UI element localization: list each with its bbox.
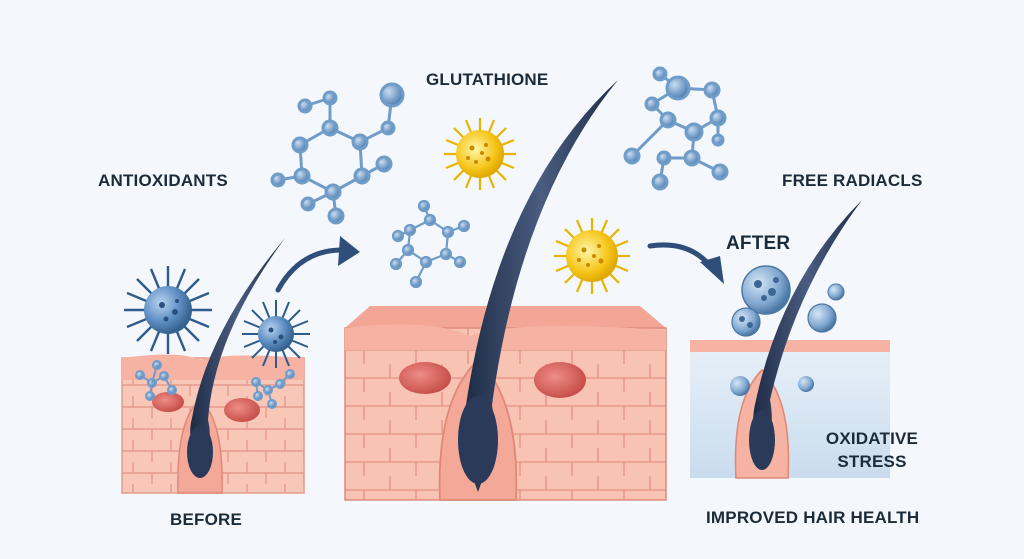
label-antioxidants: ANTIOXIDANTS [98,171,228,190]
antioxidant-molecule-large-left [270,82,405,225]
before-hair-bulb [187,426,213,478]
before-molecule-small-2 [251,369,295,409]
sebaceous-gland-left [152,392,184,412]
antioxidant-molecule-large-right [623,66,729,191]
after-skin-block [690,200,890,479]
antioxidant-molecule-small-center [389,199,471,289]
before-free-radical-2 [242,300,310,368]
sebaceous-gland-right [224,398,260,422]
label-before: BEFORE [170,510,243,529]
center-sebaceous-gland-right [534,362,586,398]
center-sebaceous-gland-left [399,362,451,394]
center-hair-bulb [458,396,498,484]
label-improved-hair-health: IMPROVED HAIR HEALTH [706,508,920,527]
before-molecule-small-1 [135,360,177,401]
after-bubbles [731,265,845,337]
label-after: AFTER [726,233,791,254]
label-free-radicals: FREE RADIACLS [782,171,923,190]
after-hair-bulb [749,410,775,470]
glutathione-particle-bottom [554,218,630,294]
arrow-before-to-center [275,236,360,293]
arrow-center-to-after [647,242,724,284]
label-oxidative-stress: OXIDATIVE STRESS [825,429,919,471]
center-skin-block [344,80,667,501]
before-free-radical-1 [124,266,212,354]
label-glutathione: GLUTATHIONE [426,70,549,89]
glutathione-particle-top [444,118,516,190]
